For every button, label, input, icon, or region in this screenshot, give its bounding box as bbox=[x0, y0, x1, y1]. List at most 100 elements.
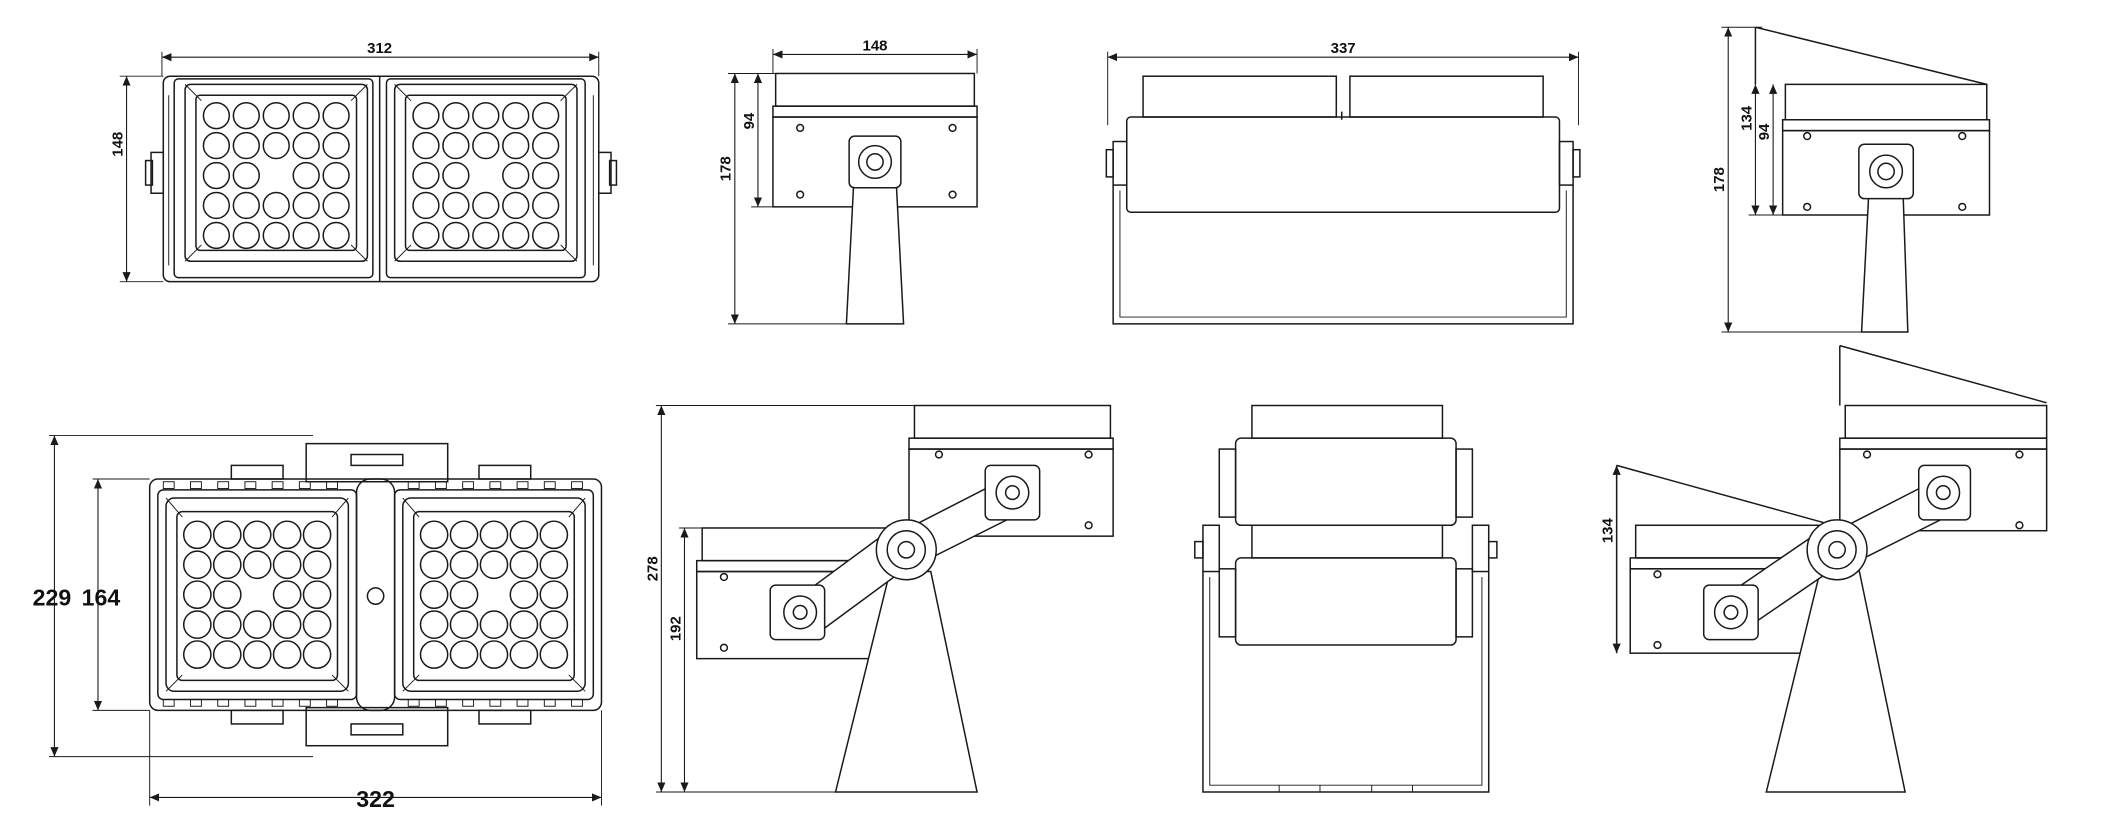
led-lens bbox=[509, 640, 539, 669]
led-lens bbox=[292, 161, 320, 190]
led-lens bbox=[232, 101, 260, 130]
led-lens bbox=[509, 580, 539, 610]
led-lens bbox=[182, 520, 212, 550]
cooling-fin bbox=[516, 481, 529, 490]
led-lens bbox=[419, 610, 449, 639]
led-lens bbox=[202, 221, 231, 250]
led-lens bbox=[532, 101, 560, 130]
cooling-fin bbox=[162, 698, 175, 707]
led-lens bbox=[419, 550, 449, 580]
angled-side-view: 178 134 94 bbox=[1711, 26, 1991, 333]
led-lens bbox=[412, 221, 440, 250]
led-lens bbox=[302, 550, 332, 580]
double-front-view: 229 164 322 bbox=[33, 434, 603, 812]
led-lens bbox=[242, 640, 272, 669]
led-lens bbox=[472, 101, 500, 130]
led-lens bbox=[472, 221, 500, 250]
dim-side-width: 148 bbox=[863, 37, 888, 54]
led-lens bbox=[502, 101, 530, 130]
cooling-fin bbox=[298, 481, 311, 490]
cooling-fin bbox=[434, 698, 447, 707]
cooling-fin bbox=[217, 481, 230, 490]
cooling-fin bbox=[190, 698, 202, 707]
dim-front-height: 148 bbox=[109, 132, 126, 157]
dim-angled-outer-height: 178 bbox=[1711, 167, 1728, 192]
led-lens bbox=[232, 131, 260, 160]
dim-double-width: 322 bbox=[356, 786, 395, 812]
led-lens bbox=[442, 221, 470, 250]
led-lens bbox=[202, 101, 231, 130]
led-lens bbox=[449, 610, 479, 639]
led-lens bbox=[272, 550, 302, 580]
led-lens bbox=[479, 610, 509, 639]
led-lens bbox=[292, 191, 320, 220]
led-lens bbox=[262, 221, 290, 250]
led-lens bbox=[212, 640, 242, 669]
led-lens bbox=[242, 610, 272, 639]
dim-double-body-height: 164 bbox=[82, 585, 121, 611]
led-lens bbox=[322, 191, 350, 220]
cooling-fin bbox=[326, 698, 338, 707]
led-lens bbox=[412, 131, 440, 160]
led-lens bbox=[272, 580, 302, 610]
led-lens bbox=[412, 101, 440, 130]
double-angled-view: 134 bbox=[1600, 344, 2048, 793]
led-lens bbox=[449, 520, 479, 550]
led-lens bbox=[509, 610, 539, 639]
led-lens bbox=[182, 610, 212, 639]
led-lens bbox=[539, 550, 569, 580]
led-lens bbox=[539, 580, 569, 610]
led-lens bbox=[232, 161, 260, 190]
led-lens bbox=[479, 550, 509, 580]
dim-double-side-lower: 192 bbox=[667, 616, 684, 641]
dim-double-total-height: 229 bbox=[33, 585, 72, 611]
led-lens bbox=[502, 161, 530, 190]
led-lens bbox=[322, 101, 350, 130]
led-lens bbox=[502, 131, 530, 160]
led-lens bbox=[262, 101, 290, 130]
led-lens bbox=[212, 580, 242, 610]
led-lens bbox=[412, 161, 440, 190]
led-lens bbox=[182, 580, 212, 610]
dim-top-width: 337 bbox=[1331, 40, 1356, 57]
led-lens bbox=[302, 610, 332, 639]
cooling-fin bbox=[162, 481, 175, 490]
led-lens bbox=[242, 520, 272, 550]
front-view: 312 148 bbox=[109, 40, 618, 283]
led-lens bbox=[539, 610, 569, 639]
cooling-fin bbox=[407, 698, 420, 707]
led-lens bbox=[292, 221, 320, 250]
cooling-fin bbox=[217, 698, 230, 707]
cooling-fin bbox=[462, 698, 475, 707]
led-lens bbox=[449, 640, 479, 669]
led-lens bbox=[232, 191, 260, 220]
led-lens bbox=[509, 550, 539, 580]
cooling-fin bbox=[298, 698, 311, 707]
led-lens bbox=[272, 520, 302, 550]
led-lens bbox=[442, 191, 470, 220]
led-lens bbox=[419, 580, 449, 610]
led-lens bbox=[302, 520, 332, 550]
led-lens bbox=[509, 520, 539, 550]
led-lens bbox=[302, 640, 332, 669]
led-lens bbox=[242, 550, 272, 580]
led-lens bbox=[262, 131, 290, 160]
side-view: 148 178 94 bbox=[718, 37, 978, 325]
led-lens bbox=[532, 221, 560, 250]
cooling-fin bbox=[271, 481, 284, 490]
led-lens bbox=[182, 550, 212, 580]
led-lens bbox=[449, 550, 479, 580]
led-lens bbox=[212, 520, 242, 550]
led-lens bbox=[272, 640, 302, 669]
cooling-fin bbox=[489, 698, 502, 707]
led-lens bbox=[532, 191, 560, 220]
cooling-fin bbox=[489, 481, 502, 490]
led-lens bbox=[212, 610, 242, 639]
cooling-fin bbox=[462, 481, 475, 490]
cooling-fin bbox=[326, 481, 338, 490]
led-lens bbox=[442, 131, 470, 160]
led-lens bbox=[322, 221, 350, 250]
led-lens bbox=[292, 131, 320, 160]
